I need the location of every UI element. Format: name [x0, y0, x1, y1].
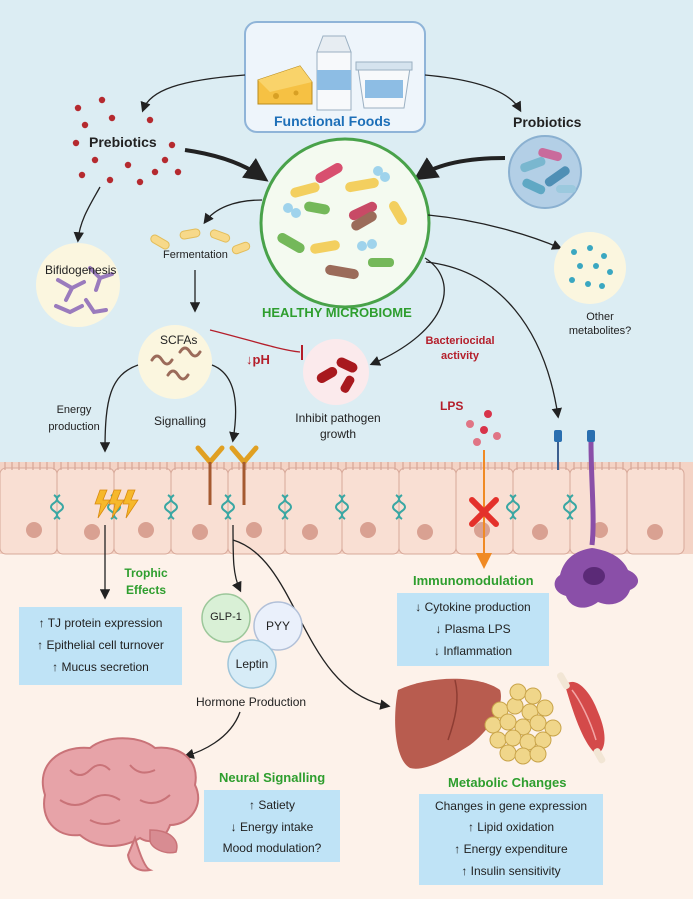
- glp1-circle: [201, 593, 251, 643]
- fermentation-illustration: [150, 228, 251, 255]
- metabolic-changes-box: Changes in gene expression ↑ Lipid oxida…: [419, 794, 603, 885]
- trophic-item: ↑ TJ protein expression: [38, 616, 163, 630]
- immunomodulation-box: ↓ Cytokine production ↓ Plasma LPS ↓ Inf…: [397, 593, 549, 666]
- other-metabolites-illustration: [554, 232, 626, 304]
- dendritic-cell-illustration: [554, 430, 639, 608]
- pyy-circle: [253, 601, 303, 651]
- metabolic-item: ↑ Energy expenditure: [454, 842, 568, 856]
- microbiome-illustration: [259, 137, 431, 309]
- immunomodulation-label: Immunomodulation: [413, 573, 534, 588]
- metabolic-changes-label: Metabolic Changes: [448, 775, 567, 790]
- trophic-item: ↑ Epithelial cell turnover: [37, 638, 164, 652]
- leptin-label: Leptin: [235, 657, 269, 671]
- prebiotic-dots: [72, 96, 182, 186]
- immuno-item: ↓ Cytokine production: [415, 600, 531, 614]
- trophic-effects-label: Trophic Effects: [124, 566, 168, 597]
- inhibit-pathogen-label: Inhibit pathogen growth: [295, 411, 381, 441]
- hormone-production-label: Hormone Production: [196, 695, 307, 709]
- trophic-effects-box: ↑ TJ protein expression ↑ Epithelial cel…: [19, 607, 182, 685]
- ph-label: ↓pH: [246, 352, 270, 367]
- pyy-label: PYY: [265, 619, 290, 633]
- leptin-circle: [227, 639, 277, 689]
- scfa-illustration: [138, 325, 212, 399]
- energy-production-label: Energy production: [48, 404, 100, 433]
- neural-item: ↑ Satiety: [248, 798, 296, 812]
- lps-label: LPS: [440, 399, 464, 413]
- trophic-item: ↑ Mucus secretion: [52, 660, 149, 674]
- bifidogenesis-label: Bifidogenesis: [45, 263, 117, 277]
- neural-signalling-box: ↑ Satiety ↓ Energy intake Mood modulatio…: [204, 790, 340, 862]
- brain-illustration: [41, 737, 200, 872]
- scfas-label: SCFAs: [160, 333, 198, 347]
- lps-illustration: [466, 410, 501, 446]
- epithelium-layer: [0, 445, 693, 555]
- muscle-illustration: [557, 672, 606, 764]
- functional-foods-illustration: [244, 21, 426, 133]
- metabolic-item: ↑ Insulin sensitivity: [461, 864, 561, 878]
- probiotics-illustration: [508, 135, 582, 209]
- immuno-item: ↓ Inflammation: [433, 644, 513, 658]
- metabolic-item: ↑ Lipid oxidation: [467, 820, 555, 834]
- bacteriocidal-label: Bacteriocidal activity: [425, 335, 495, 362]
- neural-signalling-label: Neural Signalling: [219, 770, 326, 785]
- functional-foods-label: Functional Foods: [274, 113, 391, 129]
- neural-item: Mood modulation?: [222, 841, 322, 855]
- fermentation-label: Fermentation: [163, 249, 228, 261]
- glp1-label: GLP-1: [210, 611, 242, 623]
- pathogen-illustration: [303, 339, 369, 405]
- signalling-label: Signalling: [154, 414, 207, 428]
- immuno-item: ↓ Plasma LPS: [435, 622, 511, 636]
- bifidogenesis-illustration: [36, 243, 120, 327]
- adipose-illustration: [484, 683, 562, 765]
- other-metabolites-label: Other metabolites?: [568, 311, 632, 337]
- prebiotics-label: Prebiotics: [89, 134, 157, 150]
- liver-illustration: [395, 678, 501, 769]
- neural-item: ↓ Energy intake: [230, 820, 314, 834]
- lps-block-cross: [469, 497, 499, 527]
- probiotics-label: Probiotics: [513, 114, 582, 130]
- healthy-microbiome-label: HEALTHY MICROBIOME: [262, 305, 412, 320]
- metabolic-item: Changes in gene expression: [434, 799, 588, 813]
